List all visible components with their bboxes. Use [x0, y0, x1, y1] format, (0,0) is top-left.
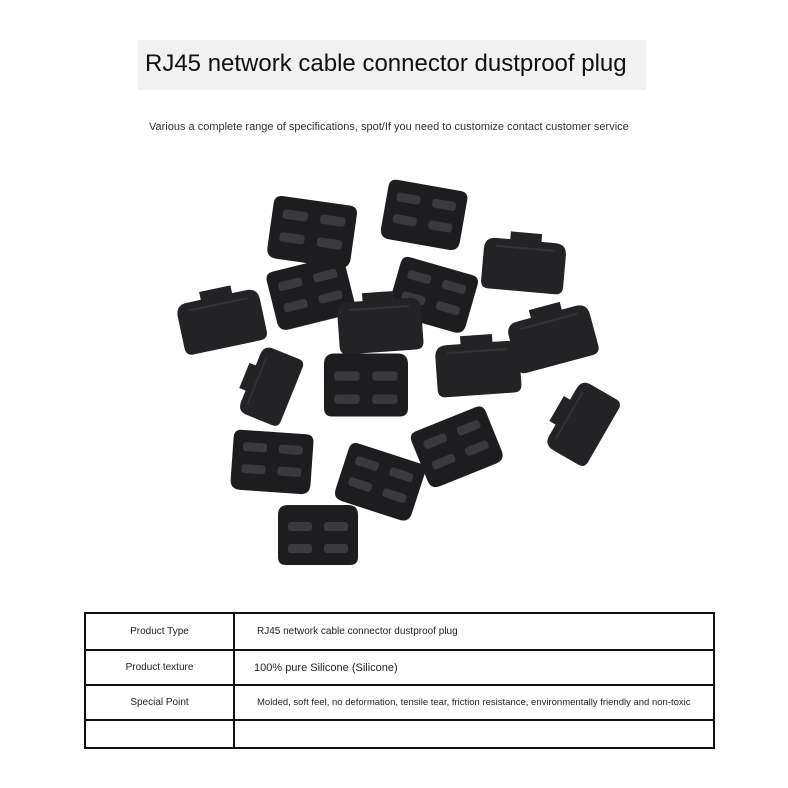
spec-value: 100% pure Silicone (Silicone): [233, 649, 715, 686]
dust-plug: [433, 331, 523, 399]
spec-value: RJ45 network cable connector dustproof p…: [233, 612, 715, 651]
spec-label: Special Point: [84, 684, 235, 721]
dust-plug: [266, 194, 358, 270]
spec-value: [233, 719, 715, 749]
dust-plug: [230, 429, 314, 495]
title-band: [138, 40, 646, 90]
spec-label: Product Type: [84, 612, 235, 651]
dust-plug: [479, 228, 569, 296]
page-title: RJ45 network cable connector dustproof p…: [145, 50, 627, 77]
table-row: Product texture 100% pure Silicone (Sili…: [84, 649, 715, 686]
dust-plug: [324, 353, 408, 417]
spec-label: Product texture: [84, 649, 235, 686]
table-row: Product Type RJ45 network cable connecto…: [84, 612, 715, 651]
dust-plug: [536, 374, 624, 470]
dust-plug: [278, 505, 358, 565]
table-row: Special Point Molded, soft feel, no defo…: [84, 684, 715, 721]
spec-table: Product Type RJ45 network cable connecto…: [84, 612, 715, 749]
spec-label: [84, 719, 235, 749]
page-subtitle: Various a complete range of specificatio…: [149, 121, 629, 133]
dust-plug: [230, 341, 306, 429]
dust-plug: [379, 178, 469, 252]
table-row: [84, 719, 715, 749]
dust-plug: [172, 278, 270, 358]
product-photo: [172, 178, 624, 565]
spec-value: Molded, soft feel, no deformation, tensi…: [233, 684, 715, 721]
